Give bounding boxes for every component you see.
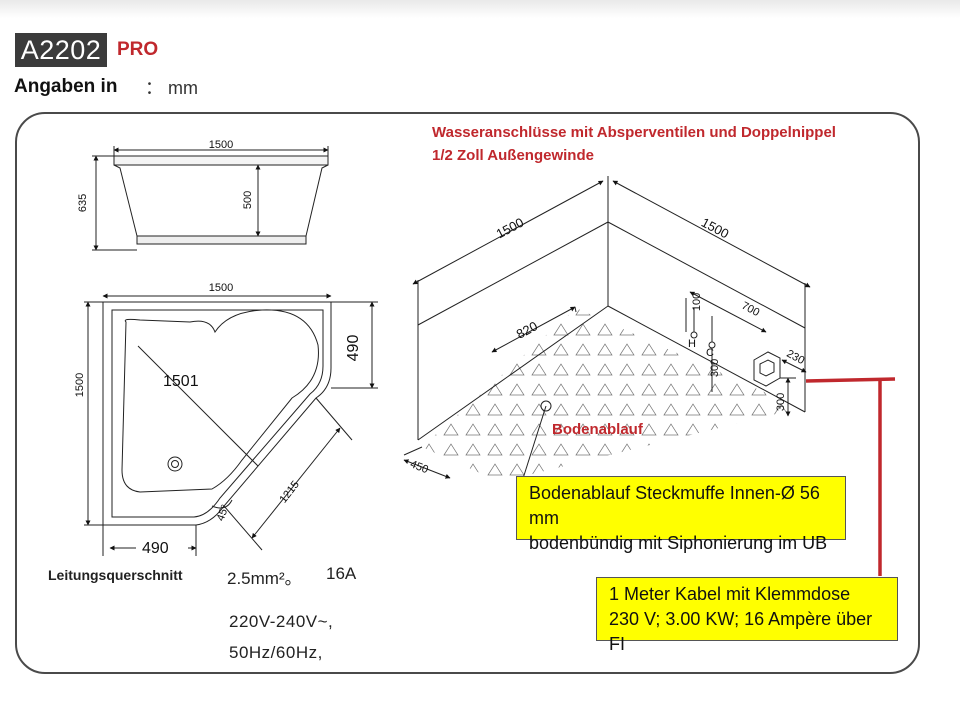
frequency-value: 50Hz/60Hz, — [229, 643, 323, 662]
drain-callout-line1: Bodenablauf Steckmuffe Innen-Ø 56 mm — [529, 483, 820, 528]
model-suffix: PRO — [117, 39, 159, 60]
model-badge: A2202 — [15, 33, 107, 67]
corner-depth-label: 490 — [345, 335, 362, 362]
top-width-label: 1500 — [209, 282, 233, 294]
cable-callout-line2: 230 V; 3.00 KW; 16 Ampère über FI — [609, 609, 873, 654]
wall-left-label: 1500 — [494, 215, 527, 242]
water-note-line1: Wasseranschlüsse mit Absperventilen und … — [432, 124, 836, 141]
drawing-frame — [15, 112, 920, 674]
cable-callout-line1: 1 Meter Kabel mit Klemmdose — [609, 584, 851, 604]
drain-callout-line2: bodenbündig mit Siphonierung im UB — [529, 533, 828, 553]
valve-floor-height-label: 300 — [709, 359, 721, 377]
valve-hot-label: H — [688, 338, 696, 350]
water-note-line2: 1/2 Zoll Außengewinde — [432, 147, 594, 164]
drain-callout: Bodenablauf Steckmuffe Innen-Ø 56 mm bod… — [516, 476, 846, 553]
front-length-label: 1215 — [277, 479, 302, 506]
cable-connection-line — [805, 377, 896, 576]
angle-label: 45° — [215, 503, 232, 523]
front-width-label: 1500 — [209, 139, 233, 151]
top-strip — [0, 0, 960, 18]
box-width-label: 230 — [784, 348, 806, 367]
front-height-label: 635 — [77, 194, 89, 212]
wire-section-label: Leitungsquerschnitt — [48, 567, 183, 583]
floor-edge-label: 450 — [408, 458, 430, 476]
bottom-offset-label: 490 — [142, 540, 169, 557]
front-view — [92, 146, 329, 251]
front-depth-label: 500 — [242, 191, 254, 209]
wire-section-value: 2.5mm²。 — [227, 569, 302, 588]
box-height-label: 300 — [775, 393, 787, 411]
installation-view — [403, 176, 811, 489]
voltage-value: 220V-240V~, — [229, 612, 334, 631]
current-value: 16A — [326, 564, 357, 583]
wall-right-label: 1500 — [699, 215, 732, 242]
drain-offset-label: 1501 — [163, 373, 199, 390]
valve-cold-label: C — [706, 347, 714, 359]
top-view — [84, 293, 378, 556]
units-value: ： mm — [145, 78, 198, 98]
valve-height-label: 100 — [691, 293, 703, 311]
top-depth-label: 1500 — [74, 373, 86, 397]
units-label: Angaben in — [14, 76, 118, 97]
drain-label: Bodenablauf — [552, 421, 643, 438]
cable-callout: 1 Meter Kabel mit Klemmdose 230 V; 3.00 … — [596, 577, 898, 654]
